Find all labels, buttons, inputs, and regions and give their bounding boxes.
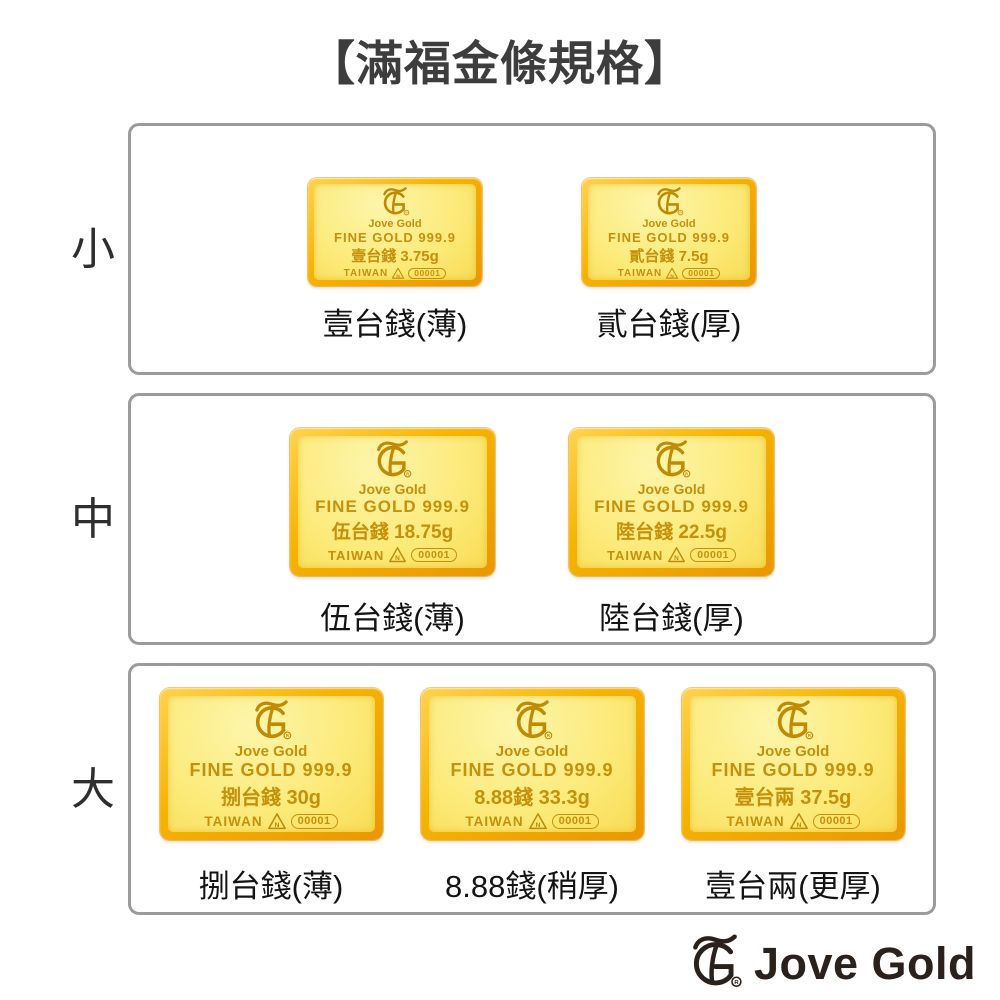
triangle-n-hallmark-icon xyxy=(528,812,548,831)
bar-caption: 壹台錢(薄) xyxy=(322,307,468,342)
size-label-medium: 中 xyxy=(71,495,115,544)
gold-bar: Jove Gold FINE GOLD 999.9 陸台錢 22.5g TAIW… xyxy=(569,428,774,576)
serial-number-badge: 00001 xyxy=(682,267,721,280)
bar-weight-text: 陸台錢 22.5g xyxy=(616,522,727,543)
bar-origin-text: TAIWAN xyxy=(204,814,263,829)
gold-bar-face: Jove Gold FINE GOLD 999.9 伍台錢 18.75g TAI… xyxy=(298,436,487,568)
bar-origin-text: TAIWAN xyxy=(327,547,385,563)
serial-number-badge: 00001 xyxy=(812,814,860,829)
gold-bar-face: Jove Gold FINE GOLD 999.9 陸台錢 22.5g TAIW… xyxy=(577,436,766,568)
bar-cell: Jove Gold FINE GOLD 999.9 8.88錢 33.3g TA… xyxy=(420,688,644,906)
bar-cell: Jove Gold FINE GOLD 999.9 貳台錢 7.5g TAIWA… xyxy=(582,178,756,344)
triangle-n-hallmark-icon xyxy=(789,812,809,831)
jove-gold-monogram-icon xyxy=(248,700,295,743)
bar-origin-text: TAIWAN xyxy=(617,268,663,279)
bar-fineness-text: FINE GOLD 999.9 xyxy=(594,497,749,516)
gold-bar: Jove Gold FINE GOLD 999.9 壹台兩 37.5g TAIW… xyxy=(681,688,905,840)
bar-caption: 貳台錢(厚) xyxy=(596,307,742,342)
bar-cell: Jove Gold FINE GOLD 999.9 伍台錢 18.75g TAI… xyxy=(290,428,495,638)
bar-caption: 8.88錢(稍厚) xyxy=(445,869,619,904)
triangle-n-hallmark-icon xyxy=(388,546,407,564)
section-medium: Jove Gold FINE GOLD 999.9 伍台錢 18.75g TAI… xyxy=(128,393,936,645)
bar-hallmark-row: TAIWAN 00001 xyxy=(465,812,599,831)
bar-fineness-text: FINE GOLD 999.9 xyxy=(450,760,614,780)
bar-origin-text: TAIWAN xyxy=(726,814,785,829)
bar-fineness-text: FINE GOLD 999.9 xyxy=(334,230,456,245)
gold-bar: Jove Gold FINE GOLD 999.9 貳台錢 7.5g TAIWA… xyxy=(582,178,756,286)
jove-gold-monogram-icon xyxy=(370,440,415,481)
triangle-n-hallmark-icon xyxy=(391,267,405,280)
bar-hallmark-row: TAIWAN 00001 xyxy=(344,267,447,280)
bar-caption: 陸台錢(厚) xyxy=(599,601,744,636)
jove-gold-monogram-icon xyxy=(652,187,686,218)
bar-brand-text: Jove Gold xyxy=(234,743,308,760)
jove-gold-monogram-icon xyxy=(509,700,556,743)
page-title: 【滿福金條規格】 xyxy=(308,37,692,90)
bar-cell: Jove Gold FINE GOLD 999.9 壹台兩 37.5g TAIW… xyxy=(681,688,905,906)
gold-bar: Jove Gold FINE GOLD 999.9 8.88錢 33.3g TA… xyxy=(420,688,644,840)
bar-brand-text: Jove Gold xyxy=(495,743,569,760)
serial-number-badge: 00001 xyxy=(551,814,599,829)
gold-bar-face: Jove Gold FINE GOLD 999.9 壹台錢 3.75g TAIW… xyxy=(314,184,476,280)
serial-number-badge: 00001 xyxy=(690,547,736,563)
bar-brand-text: Jove Gold xyxy=(756,743,830,760)
footer-logo: Jove Gold xyxy=(686,934,976,992)
jove-gold-monogram-icon xyxy=(770,700,817,743)
bar-hallmark-row: TAIWAN 00001 xyxy=(618,267,721,280)
jove-gold-monogram-icon xyxy=(378,187,412,218)
bars-row: Jove Gold FINE GOLD 999.9 捌台錢 30g TAIWAN… xyxy=(131,666,933,906)
gold-bar: Jove Gold FINE GOLD 999.9 壹台錢 3.75g TAIW… xyxy=(308,178,482,286)
gold-bar: Jove Gold FINE GOLD 999.9 捌台錢 30g TAIWAN… xyxy=(159,688,383,840)
bar-weight-text: 壹台錢 3.75g xyxy=(351,248,439,265)
bar-brand-text: Jove Gold xyxy=(358,481,427,497)
bar-cell: Jove Gold FINE GOLD 999.9 壹台錢 3.75g TAIW… xyxy=(308,178,482,344)
bar-fineness-text: FINE GOLD 999.9 xyxy=(711,760,875,780)
bar-weight-text: 伍台錢 18.75g xyxy=(331,522,454,543)
bar-hallmark-row: TAIWAN 00001 xyxy=(328,546,457,564)
bars-row: Jove Gold FINE GOLD 999.9 壹台錢 3.75g TAIW… xyxy=(131,126,933,344)
bar-weight-text: 8.88錢 33.3g xyxy=(474,787,590,809)
bar-origin-text: TAIWAN xyxy=(606,547,664,563)
bars-row: Jove Gold FINE GOLD 999.9 伍台錢 18.75g TAI… xyxy=(131,396,933,638)
gold-bar-face: Jove Gold FINE GOLD 999.9 8.88錢 33.3g TA… xyxy=(428,696,636,832)
serial-number-badge: 00001 xyxy=(290,814,338,829)
jove-gold-monogram-icon xyxy=(649,440,694,481)
jove-gold-monogram-icon xyxy=(686,934,744,992)
bar-weight-text: 壹台兩 37.5g xyxy=(734,787,852,809)
bar-hallmark-row: TAIWAN 00001 xyxy=(607,546,736,564)
size-label-large: 大 xyxy=(71,765,115,814)
bar-hallmark-row: TAIWAN 00001 xyxy=(726,812,860,831)
serial-number-badge: 00001 xyxy=(408,267,447,280)
triangle-n-hallmark-icon xyxy=(267,812,287,831)
section-small: Jove Gold FINE GOLD 999.9 壹台錢 3.75g TAIW… xyxy=(128,123,936,375)
bar-origin-text: TAIWAN xyxy=(343,268,389,279)
gold-bar: Jove Gold FINE GOLD 999.9 伍台錢 18.75g TAI… xyxy=(290,428,495,576)
section-large: Jove Gold FINE GOLD 999.9 捌台錢 30g TAIWAN… xyxy=(128,663,936,915)
footer-brand-text: Jove Gold xyxy=(753,937,976,989)
bar-cell: Jove Gold FINE GOLD 999.9 陸台錢 22.5g TAIW… xyxy=(569,428,774,638)
triangle-n-hallmark-icon xyxy=(667,546,686,564)
bar-caption: 捌台錢(薄) xyxy=(198,869,344,904)
bar-brand-text: Jove Gold xyxy=(637,481,706,497)
bar-fineness-text: FINE GOLD 999.9 xyxy=(189,760,353,780)
bar-fineness-text: FINE GOLD 999.9 xyxy=(315,497,470,516)
gold-bar-face: Jove Gold FINE GOLD 999.9 貳台錢 7.5g TAIWA… xyxy=(588,184,750,280)
gold-bar-face: Jove Gold FINE GOLD 999.9 捌台錢 30g TAIWAN… xyxy=(167,696,375,832)
bar-brand-text: Jove Gold xyxy=(642,218,696,230)
gold-bar-face: Jove Gold FINE GOLD 999.9 壹台兩 37.5g TAIW… xyxy=(689,696,897,832)
bar-origin-text: TAIWAN xyxy=(465,814,524,829)
bar-brand-text: Jove Gold xyxy=(368,218,422,230)
serial-number-badge: 00001 xyxy=(411,547,457,563)
bar-weight-text: 貳台錢 7.5g xyxy=(629,248,709,265)
triangle-n-hallmark-icon xyxy=(665,267,679,280)
bar-weight-text: 捌台錢 30g xyxy=(220,787,322,809)
bar-fineness-text: FINE GOLD 999.9 xyxy=(608,230,730,245)
size-label-small: 小 xyxy=(71,225,115,274)
bar-hallmark-row: TAIWAN 00001 xyxy=(204,812,338,831)
bar-cell: Jove Gold FINE GOLD 999.9 捌台錢 30g TAIWAN… xyxy=(159,688,383,906)
bar-caption: 伍台錢(薄) xyxy=(320,601,465,636)
bar-caption: 壹台兩(更厚) xyxy=(705,869,881,904)
